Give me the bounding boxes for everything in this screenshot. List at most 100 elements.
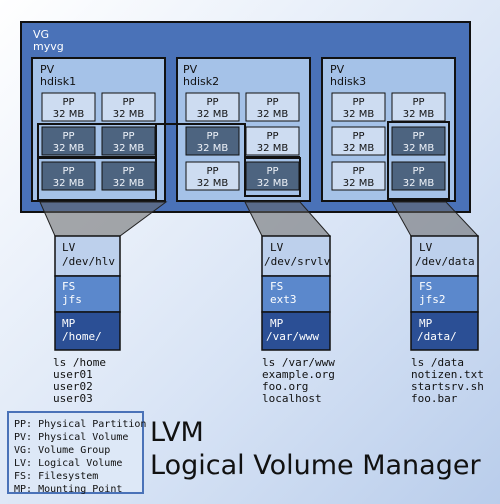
pp-label: PP xyxy=(266,97,278,108)
pp-box xyxy=(331,92,386,122)
pp-size: 32 MB xyxy=(53,178,85,189)
legend-item: PP: Physical Partition xyxy=(14,419,146,430)
pp-size: 32 MB xyxy=(197,178,229,189)
listing-line: ls /var/www xyxy=(262,356,335,369)
lv-box xyxy=(410,235,479,277)
fs-box xyxy=(261,275,331,313)
pp-size: 32 MB xyxy=(53,109,85,120)
pv-label: PV xyxy=(183,63,198,76)
pp-box xyxy=(391,92,446,122)
listing-line: foo.org xyxy=(262,380,308,393)
pv-label: PV xyxy=(330,63,345,76)
pv-name: hdisk2 xyxy=(183,75,219,88)
fs-type: jfs2 xyxy=(419,293,446,306)
legend-item: MP: Mounting Point xyxy=(14,484,122,495)
lv-frames xyxy=(37,121,450,201)
mp-path: /home/ xyxy=(62,330,102,343)
lv-data: LV /dev/data FS jfs2 MP /data/ ls /data … xyxy=(410,235,484,405)
mp-box xyxy=(261,311,331,351)
lv-path: /dev/data xyxy=(415,255,475,268)
fs-type: ext3 xyxy=(270,293,297,306)
pp-size: 32 MB xyxy=(403,109,435,120)
lv-path: /dev/hlv xyxy=(62,255,115,268)
fs-type: jfs xyxy=(62,293,82,306)
listing-line: foo.bar xyxy=(411,392,458,405)
fs-box xyxy=(410,275,479,313)
pp-box xyxy=(101,92,156,122)
lv-srvlv: LV /dev/srvlv FS ext3 MP /var/www ls /va… xyxy=(261,235,335,405)
pp-size: 32 MB xyxy=(343,178,375,189)
pp-size: 32 MB xyxy=(343,143,375,154)
pp-box xyxy=(245,161,300,191)
pp-size: 32 MB xyxy=(343,109,375,120)
listing-line: ls /data xyxy=(411,356,464,369)
pp-label: PP xyxy=(412,166,424,177)
pv-name: hdisk1 xyxy=(40,75,76,88)
pp-size: 32 MB xyxy=(403,143,435,154)
pp-label: PP xyxy=(206,166,218,177)
mp-path: /var/www xyxy=(266,330,319,343)
pp-box xyxy=(391,161,446,191)
pp-size: 32 MB xyxy=(257,109,289,120)
pp-label: PP xyxy=(206,131,218,142)
pp-box xyxy=(185,126,240,156)
pv-label: PV xyxy=(40,63,55,76)
mp-path: /data/ xyxy=(417,330,457,343)
lv-path: /dev/srvlv xyxy=(264,255,331,268)
pp-box xyxy=(185,92,240,122)
lv-hlv: LV /dev/hlv FS jfs MP /home/ ls /home us… xyxy=(53,235,121,405)
pp-size: 32 MB xyxy=(113,109,145,120)
fs-label: FS xyxy=(419,280,432,293)
pp-box xyxy=(41,161,96,191)
title-abbrev: LVM xyxy=(150,417,204,448)
pp-size: 32 MB xyxy=(257,178,289,189)
pp-box xyxy=(245,92,300,122)
pp-box xyxy=(185,161,240,191)
pp-size: 32 MB xyxy=(197,143,229,154)
fs-label: FS xyxy=(62,280,75,293)
pp-label: PP xyxy=(266,131,278,142)
pp-size: 32 MB xyxy=(113,143,145,154)
listing-line: example.org xyxy=(262,368,335,381)
pp-label: PP xyxy=(266,166,278,177)
pp-box xyxy=(331,161,386,191)
vg-name: myvg xyxy=(33,40,64,53)
lv-label: LV xyxy=(270,241,284,254)
fs-box xyxy=(54,275,121,313)
pp-label: PP xyxy=(206,97,218,108)
mp-label: MP xyxy=(419,317,433,330)
pp-label: PP xyxy=(352,97,364,108)
legend-item: FS: Filesystem xyxy=(14,471,98,482)
legend-box xyxy=(7,411,144,494)
pp-label: PP xyxy=(122,131,134,142)
pp-label: PP xyxy=(62,97,74,108)
pp-box xyxy=(101,126,156,156)
pp-label: PP xyxy=(122,166,134,177)
pp-label: PP xyxy=(412,97,424,108)
pp-box xyxy=(101,161,156,191)
listing-line: user02 xyxy=(53,380,93,393)
vg-label: VG xyxy=(33,28,49,41)
fs-label: FS xyxy=(270,280,283,293)
listing-line: localhost xyxy=(262,392,322,405)
